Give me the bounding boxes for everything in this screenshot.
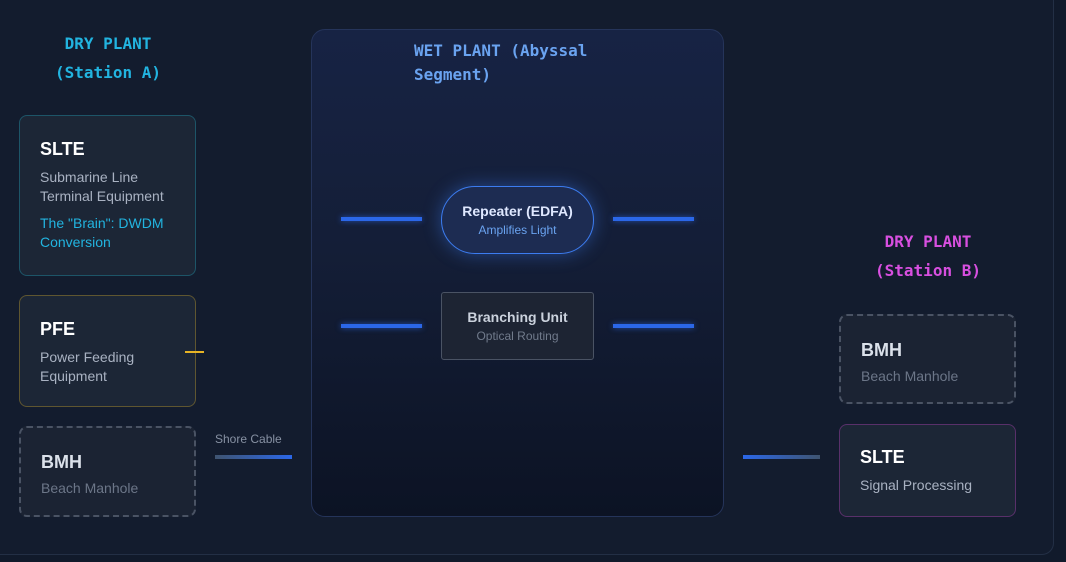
station-a-pfe-subtitle: Power Feeding Equipment bbox=[40, 349, 135, 384]
station-a-slte-subtitle: Submarine Line Terminal Equipment bbox=[40, 169, 164, 204]
station-a-pfe-card: PFE Power Feeding Equipment bbox=[19, 295, 196, 407]
repeater-node: Repeater (EDFA) Amplifies Light bbox=[441, 186, 594, 254]
station-b-title: DRY PLANT (Station B) bbox=[840, 227, 1016, 285]
fiber-line bbox=[613, 217, 694, 221]
station-a-bmh-subtitle: Beach Manhole bbox=[41, 480, 139, 496]
repeater-subtitle: Amplifies Light bbox=[478, 223, 557, 237]
station-b-bmh-title: BMH bbox=[861, 340, 902, 360]
station-a-bmh-card: BMH Beach Manhole bbox=[19, 426, 196, 517]
station-b-slte-subtitle: Signal Processing bbox=[860, 477, 973, 493]
station-a-title: DRY PLANT (Station A) bbox=[20, 29, 196, 87]
fiber-line bbox=[341, 324, 422, 328]
repeater-title: Repeater (EDFA) bbox=[462, 203, 573, 219]
power-feed-connector bbox=[185, 351, 204, 353]
station-b-bmh-card: BMH Beach Manhole bbox=[839, 314, 1016, 404]
branching-unit-subtitle: Optical Routing bbox=[476, 329, 559, 343]
station-a-slte-title: SLTE bbox=[40, 139, 85, 159]
station-a-title-line1: DRY PLANT bbox=[64, 34, 152, 53]
station-b-bmh-subtitle: Beach Manhole bbox=[861, 368, 959, 384]
station-b-title-line1: DRY PLANT bbox=[884, 232, 972, 251]
station-b-title-line2: (Station B) bbox=[875, 261, 981, 280]
wet-plant-panel bbox=[311, 29, 724, 517]
station-b-slte-title: SLTE bbox=[860, 447, 905, 467]
station-a-pfe-title: PFE bbox=[40, 319, 76, 339]
station-a-slte-card: SLTE Submarine Line Terminal Equipment T… bbox=[19, 115, 196, 276]
station-b-slte-card: SLTE Signal Processing bbox=[839, 424, 1016, 517]
branching-unit-title: Branching Unit bbox=[467, 309, 568, 325]
fiber-line bbox=[341, 217, 422, 221]
station-a-title-line2: (Station A) bbox=[55, 63, 161, 82]
wet-plant-title: WET PLANT (Abyssal Segment) bbox=[414, 41, 588, 84]
fiber-line bbox=[613, 324, 694, 328]
shore-cable-label: Shore Cable bbox=[215, 432, 282, 446]
station-a-slte-note: The "Brain": DWDM Conversion bbox=[40, 215, 164, 250]
shore-cable-line-a bbox=[215, 455, 292, 459]
branching-unit-node: Branching Unit Optical Routing bbox=[441, 292, 594, 360]
station-a-bmh-title: BMH bbox=[41, 452, 82, 472]
shore-cable-line-b bbox=[743, 455, 820, 459]
